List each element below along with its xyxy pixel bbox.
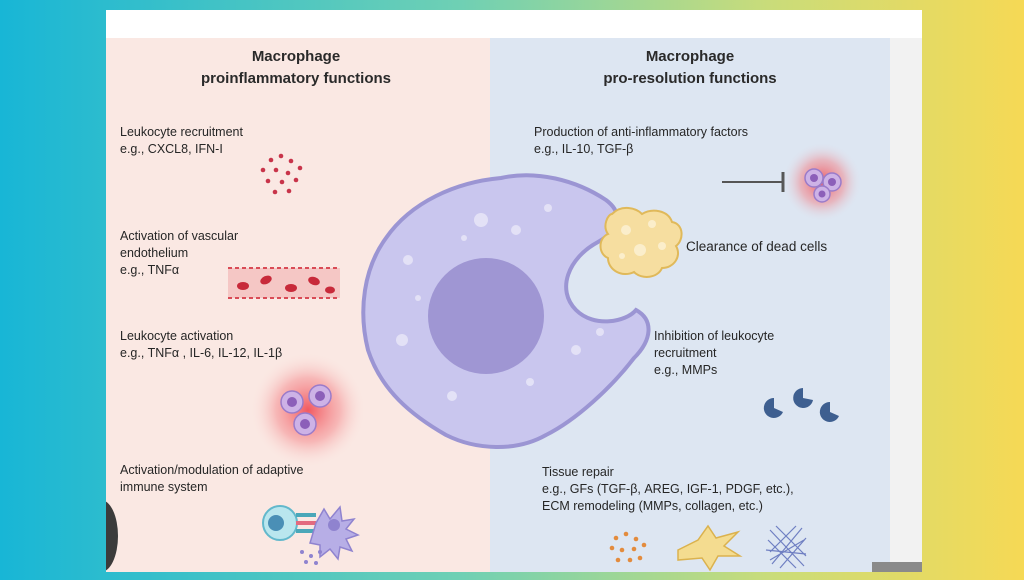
activated-leukocytes-icon [250,352,366,468]
label-line: e.g., CXCL8, IFN-I [120,142,223,156]
label-line: e.g., GFs (TGF-β, AREG, IGF-1, PDGF, etc… [542,482,794,496]
leukocyte-recruitment-label: Leukocyte recruitment e.g., CXCL8, IFN-I [120,124,243,158]
label-line: Inhibition of leukocyte [654,329,775,343]
clearance-dead-cells-label: Clearance of dead cells [686,238,827,255]
tissue-repair-label: Tissue repair e.g., GFs (TGF-β, AREG, IG… [542,464,794,515]
title-line: proinflammatory functions [200,70,391,87]
pro-resolution-title: Macrophage pro-resolution functions [580,46,800,90]
label-line: Clearance of dead cells [686,239,828,254]
dead-cell-icon [599,207,683,278]
inflamed-cells-icon [782,142,862,222]
inhibition-symbol-icon [722,172,785,192]
label-line: Leukocyte recruitment [120,125,243,139]
anti-inflammatory-factors-label: Production of anti-inflammatory factors … [534,124,748,158]
diagram-graphics [228,142,862,572]
label-line: e.g., TNFα [120,263,180,277]
label-line: ECM remodeling (MMPs, collagen, etc.) [542,499,763,513]
tissue-repair-icon [609,524,807,572]
macrophage-cell-icon [361,173,651,449]
label-line: e.g., MMPs [654,363,718,377]
label-line: recruitment [654,346,717,360]
edge-object [106,500,118,572]
mmp-enzymes-icon [763,388,839,422]
blood-vessel-icon [228,267,340,299]
label-line: Activation of vascular [120,229,239,243]
label-line: Leukocyte activation [120,329,234,343]
label-line: Tissue repair [542,465,614,479]
proinflammatory-title: Macrophage proinflammatory functions [186,46,406,90]
label-line: e.g., IL-10, TGF-β [534,142,634,156]
adaptive-immune-label: Activation/modulation of adaptive immune… [120,462,303,496]
title-line: Macrophage [251,48,341,65]
label-line: endothelium [120,246,189,260]
label-line: immune system [120,480,208,494]
scrollbar-thumb[interactable] [872,562,922,572]
title-line: pro-resolution functions [603,70,777,87]
chemokine-dots-icon [260,153,303,195]
inhibition-recruitment-label: Inhibition of leukocyte recruitment e.g.… [654,328,774,379]
label-line: Activation/modulation of adaptive [120,463,304,477]
vascular-activation-label: Activation of vascular endothelium e.g.,… [120,228,238,279]
scrollbar-track[interactable] [890,38,922,572]
label-line: e.g., TNFα , IL-6, IL-12, IL-1β [120,346,283,360]
t-cell-dendritic-cell-icon [262,505,360,565]
leukocyte-activation-label: Leukocyte activation e.g., TNFα , IL-6, … [120,328,282,362]
figure-card: Macrophage proinflammatory functions Leu… [106,10,922,572]
title-line: Macrophage [645,48,735,65]
label-line: Production of anti-inflammatory factors [534,125,748,139]
